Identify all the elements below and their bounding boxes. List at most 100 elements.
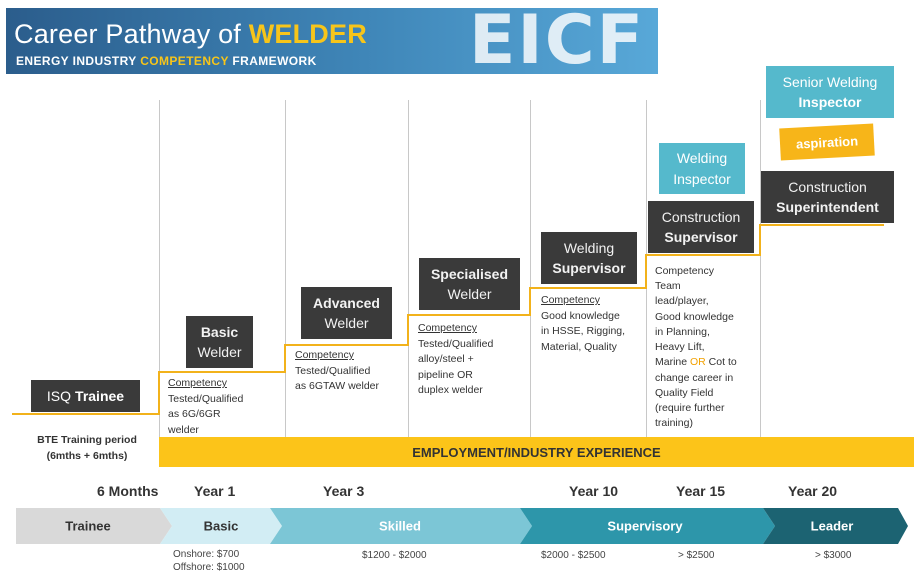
subtitle-highlight: COMPETENCY [140,54,229,68]
stages-svg [16,508,908,544]
bte-note-line2: (6mths + 6mths) [46,450,128,463]
welding-supervisor-competency-title: Competency [541,294,600,306]
senior-welding-inspector-box: Senior Welding Inspector [766,66,894,118]
salary-leader: > $3000 [815,550,852,561]
year-label: Year 10 [569,483,619,499]
construction-supervisor-competency-line: lead/player, [655,295,709,308]
construction-supervisor-competency-title: Competency [655,265,714,277]
specialised-competency-line: Tested/Qualified [418,337,494,350]
construction-supervisor-competency-line: Marine OR Cot to [655,355,737,370]
stage-chevron-basic [160,508,282,544]
construction-superintendent-box: Construction Superintendent [761,171,894,223]
welding-inspector-line1: Welding [676,150,728,167]
welding-supervisor-competency-line: Good knowledge [541,309,620,322]
year-label: Year 20 [788,483,838,499]
basic-competency-title: Competency [168,377,227,389]
specialised-competency-line: alloy/steel + [418,353,474,366]
specialised-welder-line1: Specialised [430,265,509,282]
stage-leader-label: Leader [810,518,854,534]
construction-supervisor-competency-line: change career in [655,371,734,384]
trainee-label-normal: ISQ [46,388,72,404]
stage-chevron-trainee [16,508,172,544]
title-highlight: WELDER [248,19,367,49]
year-label: 6 Months [97,483,159,499]
specialised-competency-line: duplex welder [418,384,483,397]
page-subtitle: ENERGY INDUSTRY COMPETENCY FRAMEWORK [16,54,317,68]
stage-trainee-label: Trainee [65,518,111,534]
column-divider [530,100,531,437]
welding-supervisor-competency-line: in HSSE, Rigging, [541,325,626,338]
salary-onshore: Onshore: $700 [173,549,240,560]
specialised-welder-line2: Welder [447,286,492,302]
stage-supervisory-label: Supervisory [607,518,683,534]
construction-supervisor-competency-line: Heavy Lift, [655,341,705,354]
construction-superintendent-line1: Construction [788,178,867,195]
basic-welder-line1: Basic [200,323,239,340]
bte-note-line1: BTE Training period [37,434,137,446]
or-highlight: OR [690,356,706,369]
welding-inspector-line2: Inspector [673,170,731,187]
salary-year15: > $2500 [678,550,715,561]
basic-competency: Competency Tested/Qualified as 6G/6GR we… [168,376,243,438]
senior-welding-inspector-line2: Inspector [798,94,862,110]
salary-offshore: Offshore: $1000 [173,562,245,573]
salary-skilled: $1200 - $2000 [362,550,427,561]
specialised-welder-box: Specialised Welder [419,258,520,310]
construction-supervisor-competency-line: Team [655,280,681,293]
subtitle-suffix: FRAMEWORK [228,54,317,68]
year-label: Year 15 [676,483,726,499]
trainee-label-bold: Trainee [75,388,125,404]
advanced-competency-title: Competency [295,349,354,361]
year-label: Year 3 [323,483,365,499]
salary-basic: Onshore: $700 Offshore: $1000 [173,548,245,574]
column-divider [760,100,761,437]
stage-chevron-skilled [270,508,532,544]
basic-competency-line: welder [168,423,199,436]
construction-supervisor-competency-line: in Planning, [655,325,710,338]
column-divider [408,100,409,437]
welding-supervisor-box: Welding Supervisor [541,232,637,284]
construction-supervisor-competency-line: training) [655,417,693,430]
basic-welder-box: Basic Welder [186,316,253,368]
advanced-welder-line1: Advanced [313,294,380,311]
cot-text: Cot to [705,356,737,369]
specialised-competency-title: Competency [418,322,477,334]
column-divider [159,100,160,437]
staircase-line [12,224,884,415]
welding-supervisor-line2: Supervisor [552,260,626,276]
basic-welder-line2: Welder [197,344,242,360]
stage-chevron-leader [763,508,908,544]
senior-welding-inspector-line1: Senior Welding [782,73,878,90]
header-banner: Career Pathway of WELDER ENERGY INDUSTRY… [6,8,658,74]
advanced-competency: Competency Tested/Qualified as 6GTAW wel… [295,348,379,395]
basic-competency-line: as 6G/6GR [168,408,221,421]
subtitle-prefix: ENERGY INDUSTRY [16,54,141,68]
bte-training-note: BTE Training period (6mths + 6mths) [14,432,160,465]
column-divider [285,100,286,437]
career-stages-bar: Trainee Basic Skilled Supervisory Leader [0,508,916,544]
advanced-welder-box: Advanced Welder [301,287,392,339]
construction-supervisor-box: Construction Supervisor [648,201,754,253]
page-title: Career Pathway of WELDER [14,19,367,50]
basic-competency-line: Tested/Qualified [168,392,244,405]
construction-supervisor-line2: Supervisor [664,229,738,245]
stage-chevron-supervisory [520,508,775,544]
salary-supervisory: $2000 - $2500 [541,550,606,561]
construction-supervisor-competency-line: Good knowledge [655,310,734,323]
advanced-competency-line: Tested/Qualified [295,364,371,377]
eicf-logo: EICF [468,8,646,74]
welding-supervisor-competency: Competency Good knowledge in HSSE, Riggi… [541,293,625,355]
advanced-competency-line: as 6GTAW welder [295,380,380,393]
title-prefix: Career Pathway of [14,19,249,49]
welding-inspector-box: Welding Inspector [659,143,745,194]
specialised-competency-line: pipeline OR [418,368,473,381]
construction-supervisor-competency-line: (require further [655,401,725,414]
stage-basic-label: Basic [203,518,239,534]
construction-supervisor-competency: Competency Team lead/player, Good knowle… [655,264,737,431]
employment-experience-bar: EMPLOYMENT/INDUSTRY EXPERIENCE [159,437,914,467]
stage-skilled-label: Skilled [379,518,421,534]
welding-supervisor-competency-line: Material, Quality [541,340,617,353]
construction-superintendent-line2: Superintendent [776,199,879,215]
